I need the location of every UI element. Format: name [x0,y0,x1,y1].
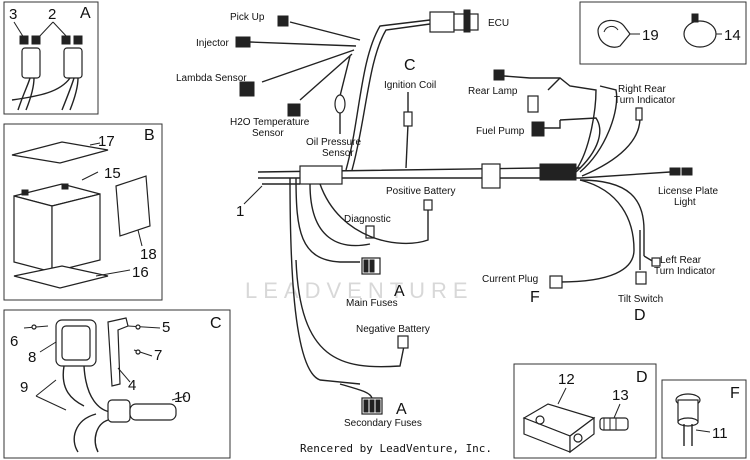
box-d-num-13: 13 [612,387,629,404]
label-ignition-coil: Ignition Coil [384,80,436,91]
box-c-num-4: 4 [128,377,136,394]
box-b-num-18: 18 [140,246,157,263]
clip-19-part [597,19,640,48]
label-main-fuses: Main Fuses [346,298,398,309]
letter-current-plug: F [530,289,540,306]
label-rear-lamp: Rear Lamp [468,86,518,97]
letter-ignition-coil: C [404,57,416,74]
box-c-letter: C [210,315,222,332]
label-left-rear-1: Left Rear [660,255,702,266]
label-license-2: Light [674,197,696,208]
battery-part [13,171,101,273]
box-c-num-5: 5 [162,319,170,336]
box-b-frame [3,123,163,301]
label-lambda-sensor: Lambda Sensor [176,73,247,84]
label-ecu: ECU [488,18,509,29]
ignition-coil-part [23,317,187,453]
box-a-num-2: 2 [48,6,56,23]
harness-num-1: 1 [236,203,244,220]
box-b-letter: B [144,127,155,144]
box-clips-frame [579,1,747,65]
fuse-holder-part [11,21,83,111]
box-f-letter: F [730,385,740,402]
box-a-num-3: 3 [9,6,17,23]
label-negative-battery: Negative Battery [356,324,430,335]
box-c-num-9: 9 [20,379,28,396]
clip-19-num: 19 [642,27,659,44]
battery-pad-bottom [13,265,131,289]
box-c-frame [3,309,231,459]
box-a-letter: A [80,5,91,22]
main-harness [235,9,693,415]
battery-pad-top [11,141,109,164]
label-right-rear-2: Turn Indicator [614,95,676,106]
tilt-switch-part [522,387,629,454]
label-h2o-sensor-2: Sensor [252,128,284,139]
label-h2o-sensor-1: H2O Temperature [230,117,310,128]
footer-credit: Rencered by LeadVenture, Inc. [300,442,492,455]
label-tilt-switch: Tilt Switch [618,294,663,305]
label-left-rear-2: Turn Indicator [654,266,716,277]
label-pick-up: Pick Up [230,12,265,23]
battery-side-pad [115,175,151,247]
label-fuel-pump: Fuel Pump [476,126,525,137]
current-plug-part [675,393,711,446]
label-right-rear-1: Right Rear [618,84,666,95]
label-diagnostic: Diagnostic [344,214,391,225]
label-positive-battery: Positive Battery [386,186,455,197]
box-b-num-15: 15 [104,165,121,182]
clip-14-part [683,13,722,48]
box-b-num-16: 16 [132,264,149,281]
letter-main-fuses: A [394,283,405,300]
box-f-frame [661,379,747,459]
box-c-num-8: 8 [28,349,36,366]
letter-secondary-fuses: A [396,401,407,418]
box-f-num-11: 11 [712,425,728,442]
label-oil-sensor-2: Sensor [322,148,354,159]
watermark: LEADVENTURE [245,278,474,303]
label-current-plug: Current Plug [482,274,538,285]
box-d-frame [513,363,657,459]
box-a-frame [3,1,99,115]
label-oil-sensor-1: Oil Pressure [306,137,361,148]
letter-tilt-switch: D [634,307,646,324]
box-d-num-12: 12 [558,371,575,388]
label-secondary-fuses: Secondary Fuses [344,418,422,429]
box-c-num-7: 7 [154,347,162,364]
box-c-num-6: 6 [10,333,18,350]
label-injector: Injector [196,38,229,49]
clip-14-num: 14 [724,27,741,44]
label-license-1: License Plate [658,186,718,197]
box-d-letter: D [636,369,648,386]
box-b-num-17: 17 [98,133,115,150]
